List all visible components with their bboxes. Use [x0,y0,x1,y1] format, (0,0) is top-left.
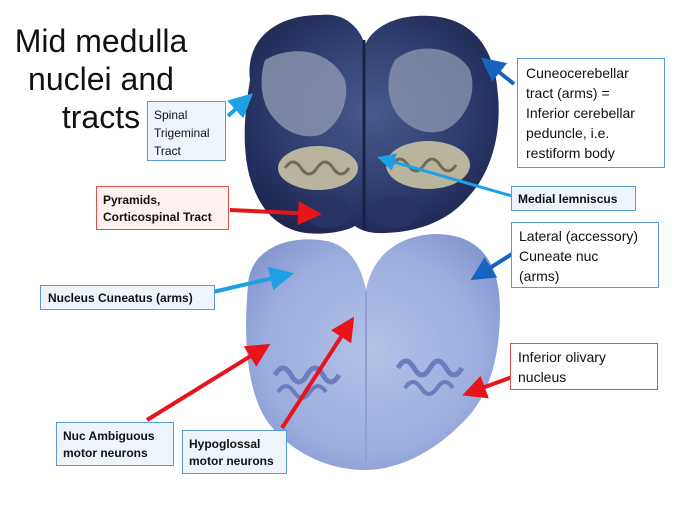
label-pyramids: Pyramids, Corticospinal Tract [96,186,229,230]
label-hypoglossal: Hypoglossal motor neurons [182,430,287,474]
slide-title: Mid medulla nuclei and tracts [14,23,188,135]
top-stained-section [244,14,499,234]
label-medial-lemniscus: Medial lemniscus [511,186,636,211]
label-spinal-trigeminal-tract: Spinal Trigeminal Tract [147,101,226,161]
label-nucleus-cuneatus: Nucleus Cuneatus (arms) [40,285,215,310]
arrows [145,57,516,430]
label-cuneocerebellar-tract: Cuneocerebellar tract (arms) = Inferior … [517,58,665,168]
label-nuc-ambiguous: Nuc Ambiguous motor neurons [56,422,174,466]
bottom-nissl-section [246,234,500,470]
label-inferior-olivary-nucleus: Inferior olivary nucleus [510,343,658,390]
label-lateral-cuneate-nucleus: Lateral (accessory) Cuneate nuc (arms) [511,222,659,288]
